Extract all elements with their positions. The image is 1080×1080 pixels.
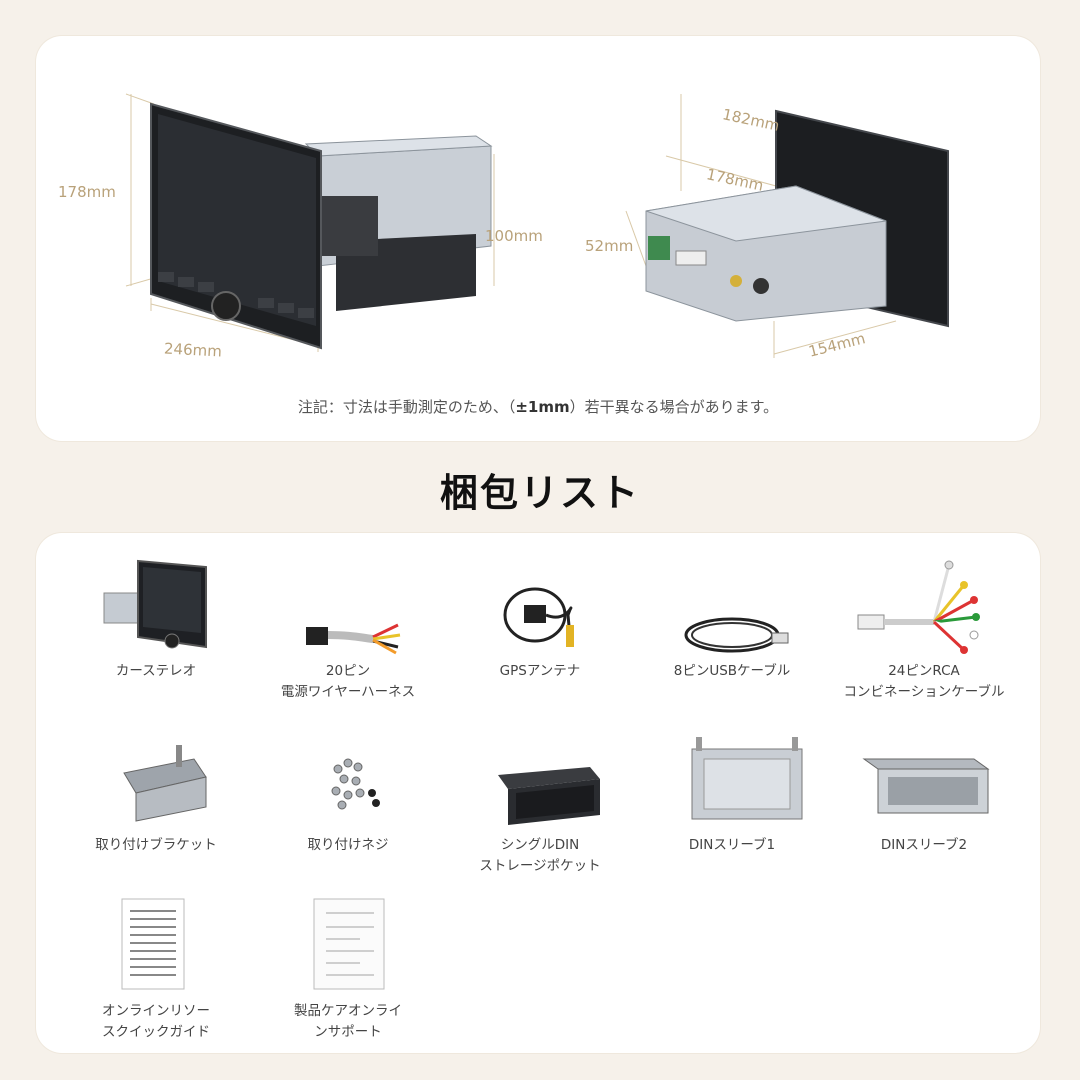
quick-guide-icon [121, 898, 185, 990]
packing-item-wire-harness: 20ピン電源ワイヤーハーネス [248, 555, 448, 703]
packing-item-screws: 取り付けネジ [248, 729, 448, 856]
item-label: DINスリーブ1 [688, 837, 776, 853]
packing-item-rca-cable: 24ピンRCA コンビネーションケーブル [824, 555, 1024, 703]
packing-item-usb-cable: 8ピンUSBケーブル [632, 555, 832, 682]
din-sleeve-2-icon [862, 758, 990, 814]
note-tolerance: ±1mm [515, 398, 570, 416]
screws-icon [331, 758, 380, 810]
car-stereo-icon [103, 559, 207, 649]
item-label: ンサポート [314, 1024, 382, 1040]
dimension-height-front: 178mm [58, 183, 116, 201]
dimension-depth-front: 100mm [485, 227, 543, 245]
mounting-bracket-icon [123, 745, 207, 822]
packing-item-mounting-bracket: 取り付けブラケット [56, 729, 256, 856]
item-label: 製品ケアオンライ [294, 1003, 402, 1019]
packing-item-quick-guide: オンラインリソースクイックガイド [56, 895, 256, 1043]
note-suffix: ）若干異なる場合があります。 [569, 398, 779, 416]
packing-item-din-sleeve-1: DINスリーブ1 [632, 729, 832, 856]
item-label: スクイックガイド [102, 1024, 210, 1040]
dimension-body-height: 52mm [585, 237, 634, 255]
item-label: 取り付けネジ [307, 837, 389, 853]
packing-item-gps-antenna: GPSアンテナ [440, 555, 640, 682]
item-label: コンビネーションケーブル [843, 684, 1005, 700]
gps-antenna-icon [503, 587, 574, 647]
item-label: カーステレオ [115, 663, 197, 679]
product-care-icon [313, 898, 385, 990]
storage-pocket-icon [498, 767, 600, 825]
item-label: 取り付けブラケット [95, 837, 217, 853]
din-sleeve-1-icon [691, 737, 803, 820]
packing-item-car-stereo: カーステレオ [56, 555, 256, 682]
packing-item-product-care: 製品ケアオンラインサポート [248, 895, 448, 1043]
stereo-front-view-illustration [125, 93, 949, 358]
usb-cable-icon [684, 617, 789, 653]
item-label: シングルDIN [500, 837, 580, 853]
item-label: GPSアンテナ [499, 663, 581, 679]
item-label: ストレージポケット [479, 858, 601, 874]
item-label: オンラインリソー [102, 1003, 210, 1019]
item-label: DINスリーブ2 [880, 837, 968, 853]
note-prefix: 注記：寸法は手動測定のため、（ [297, 398, 516, 416]
packing-list-title: 梱包リスト [439, 471, 640, 515]
packing-item-storage-pocket: シングルDIN ストレージポケット [440, 729, 640, 877]
rca-cable-icon [857, 560, 980, 654]
item-label: 24ピンRCA [888, 663, 960, 679]
item-label: 20ピン [325, 663, 371, 679]
packing-list-card: カーステレオ 20ピン電源ワイヤーハーネス GPSアンテナ [36, 533, 1040, 1053]
dimension-width-front: 246mm [163, 339, 223, 361]
packing-item-din-sleeve-2: DINスリーブ2 [824, 729, 1024, 856]
item-label: 電源ワイヤーハーネス [280, 684, 416, 700]
dimensions-card: 178mm 100mm 246mm 182mm 178mm 52mm 154mm… [36, 36, 1040, 441]
item-label: 8ピンUSBケーブル [673, 663, 791, 679]
wire-harness-icon [306, 623, 401, 655]
measurement-note: 注記：寸法は手動測定のため、（±1mm）若干異なる場合があります。 [36, 396, 1040, 417]
